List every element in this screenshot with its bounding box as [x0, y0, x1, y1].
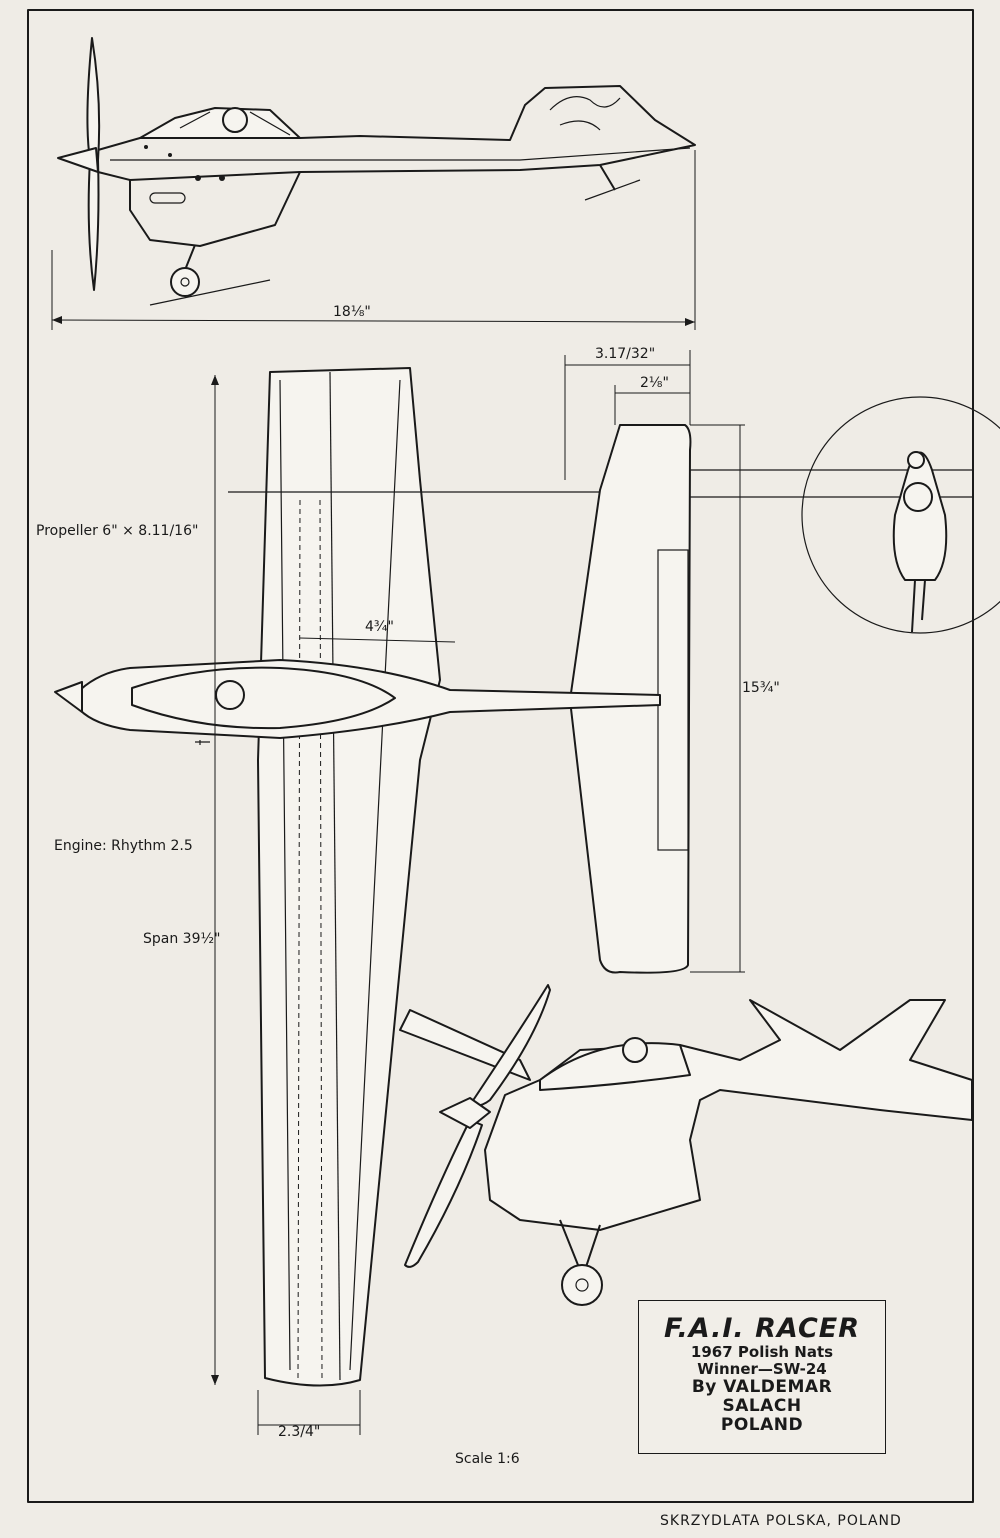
title-line-2: Winner—SW-24	[697, 1360, 827, 1378]
title-line-5: POLAND	[720, 1415, 804, 1435]
wing-tip-chord-dimension: 2.3/4"	[278, 1424, 320, 1440]
tail-inner-dimension: 2⅛"	[640, 375, 669, 391]
side-view	[51, 37, 696, 330]
tail-span-dimension: 15¾"	[742, 680, 780, 696]
length-dimension: 18⅛"	[333, 304, 371, 320]
plan-title: F.A.I. RACER	[663, 1313, 860, 1344]
wing-offset-dimension: 4¾"	[365, 619, 394, 635]
title-line-4: SALACH	[722, 1396, 802, 1416]
source-credit: SKRZYDLATA POLSKA, POLAND	[660, 1513, 902, 1529]
front-view	[801, 396, 1000, 634]
drawing-frame	[27, 9, 974, 1503]
title-line-1: 1967 Polish Nats	[690, 1343, 834, 1361]
title-block: F.A.I. RACER 1967 Polish Nats Winner—SW-…	[638, 1300, 886, 1454]
tail-chord-dimension: 3.17/32"	[595, 346, 655, 362]
engine-spec: Engine: Rhythm 2.5	[54, 838, 193, 854]
title-line-3: By VALDEMAR	[691, 1377, 833, 1397]
propeller-spec: Propeller 6" × 8.11/16"	[36, 523, 198, 539]
top-view	[54, 350, 973, 1435]
span-dimension: Span 39½"	[143, 931, 221, 947]
scale-label: Scale 1:6	[455, 1451, 520, 1467]
perspective-view	[399, 984, 973, 1306]
